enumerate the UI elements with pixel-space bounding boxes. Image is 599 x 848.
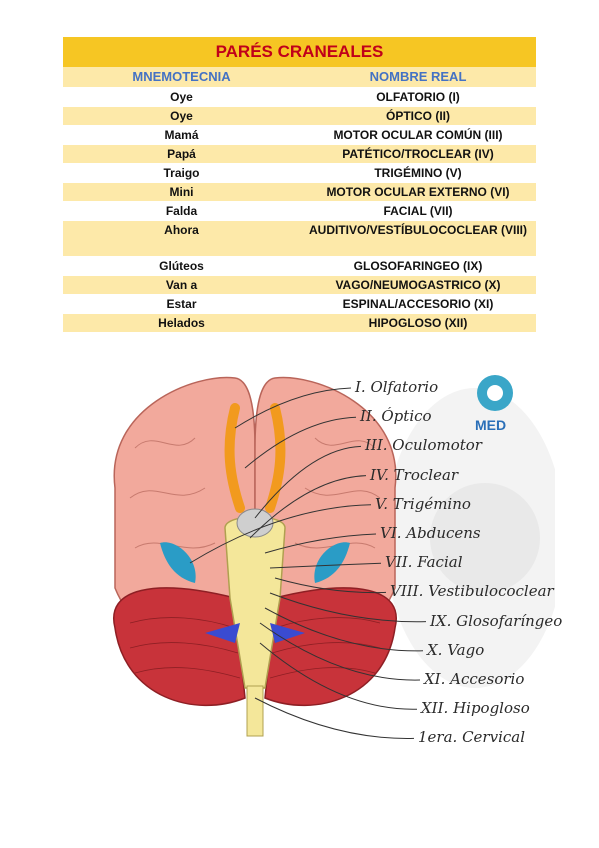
table-row: Mini MOTOR OCULAR EXTERNO (VI) — [63, 182, 536, 201]
real-name-cell: GLOSOFARINGEO (IX) — [353, 259, 483, 273]
nerve-label: VII. Facial — [385, 553, 463, 572]
leader-line — [254, 445, 362, 519]
mnemonic-cell: Estar — [166, 297, 197, 311]
brain-illustration: MED — [113, 375, 565, 739]
real-name-cell: AUDITIVO/VESTÍBULOCOCLEAR (VIII) — [308, 223, 527, 237]
nerve-label: I. Olfatorio — [355, 378, 439, 396]
table-row: Glúteos GLOSOFARINGEO (IX) — [63, 256, 536, 275]
mnemonic-cell: Mini — [169, 185, 194, 199]
table-header-row: MNEMOTECNIA NOMBRE REAL — [63, 67, 536, 87]
nerve-label: II. Óptico — [360, 407, 432, 426]
nerve-label: IX. Glosofaríngeo — [430, 611, 563, 630]
olfactory-tract-right — [265, 403, 286, 513]
table-title: PARÉS CRANEALES — [63, 37, 536, 67]
nerve-label: III. Oculomotor — [365, 436, 482, 455]
real-name-cell: ESPINAL/ACCESORIO (XI) — [342, 297, 494, 311]
nerve-label: XII. Hipogloso — [421, 699, 530, 718]
real-name-cell: TRIGÉMINO (V) — [374, 166, 462, 180]
leader-lines — [189, 387, 427, 739]
leader-line — [259, 642, 418, 710]
table-row: Mamá MOTOR OCULAR COMÚN (III) — [63, 125, 536, 144]
nerve-label: X. Vago — [427, 640, 485, 659]
nerve-label: V. Trigémino — [375, 494, 471, 513]
nerve-label: VIII. Vestibulococlear — [390, 582, 554, 601]
real-name-cell: MOTOR OCULAR COMÚN (III) — [333, 128, 503, 142]
leader-line — [269, 562, 382, 569]
leader-line — [249, 475, 367, 539]
nerve-label: XI. Accesorio — [424, 670, 525, 688]
mnemonic-cell: Ahora — [164, 223, 199, 237]
leader-line — [269, 592, 427, 623]
leader-line — [189, 504, 372, 564]
table-row: Estar ESPINAL/ACCESORIO (XI) — [63, 294, 536, 313]
trigeminal-right — [314, 542, 350, 583]
mnemonic-cell: Falda — [165, 204, 198, 218]
leader-line — [264, 607, 424, 652]
header-real-name: NOMBRE REAL — [369, 69, 467, 84]
accessory-left — [205, 623, 240, 643]
table-row: Traigo TRIGÉMINO (V) — [63, 163, 536, 182]
mnemonic-cell: Traigo — [163, 166, 200, 180]
leader-line — [274, 577, 387, 594]
real-name-cell: ÓPTICO (II) — [386, 109, 450, 123]
real-name-cell: VAGO/NEUMOGASTRICO (X) — [335, 278, 501, 292]
accessory-right — [270, 623, 305, 643]
table-row: Oye OLFATORIO (I) — [63, 87, 536, 106]
cerebellum-folia — [129, 617, 381, 679]
table-row: Ahora AUDITIVO/VESTÍBULOCOCLEAR (VIII) — [63, 220, 536, 256]
mnemonic-cell: Glúteos — [159, 259, 204, 273]
leader-line — [244, 416, 357, 469]
logo-pupil — [487, 385, 503, 401]
leader-line — [264, 533, 377, 554]
olfactory-tract-left — [224, 403, 245, 513]
table-row: Helados HIPOGLOSO (XII) — [63, 313, 536, 332]
background-iris — [430, 483, 540, 593]
nerve-label: VI. Abducens — [380, 524, 481, 542]
spinal-cord — [246, 685, 264, 737]
trigeminal-left — [160, 542, 196, 583]
table-row: Oye ÓPTICO (II) — [63, 106, 536, 125]
real-name-cell: HIPOGLOSO (XII) — [368, 316, 468, 330]
mnemonic-cell: Mamá — [164, 128, 199, 142]
mnemonic-cell: Van a — [165, 278, 198, 292]
real-name-cell: OLFATORIO (I) — [376, 90, 460, 104]
mnemonic-cell: Oye — [170, 90, 193, 104]
table-row: Van a VAGO/NEUMOGASTRICO (X) — [63, 275, 536, 294]
cerebellum-left — [113, 587, 246, 707]
leader-line — [254, 697, 415, 739]
leader-line — [234, 387, 352, 429]
real-name-cell: FACIAL (VII) — [383, 204, 453, 218]
cranial-nerves-table: PARÉS CRANEALES MNEMOTECNIA NOMBRE REAL … — [63, 37, 536, 332]
table-row: Falda FACIAL (VII) — [63, 201, 536, 220]
real-name-cell: PATÉTICO/TROCLEAR (IV) — [342, 147, 494, 161]
header-mnemonic: MNEMOTECNIA — [132, 69, 231, 84]
table-row: Papá PATÉTICO/TROCLEAR (IV) — [63, 144, 536, 163]
mnemonic-cell: Helados — [158, 316, 205, 330]
mnemonic-cell: Oye — [170, 109, 193, 123]
leader-line — [259, 622, 421, 681]
nerve-label: 1era. Cervical — [418, 728, 526, 747]
nerve-label: IV. Troclear — [370, 465, 459, 484]
logo-text: MED — [475, 417, 506, 433]
mnemonic-cell: Papá — [167, 147, 196, 161]
real-name-cell: MOTOR OCULAR EXTERNO (VI) — [326, 185, 510, 199]
